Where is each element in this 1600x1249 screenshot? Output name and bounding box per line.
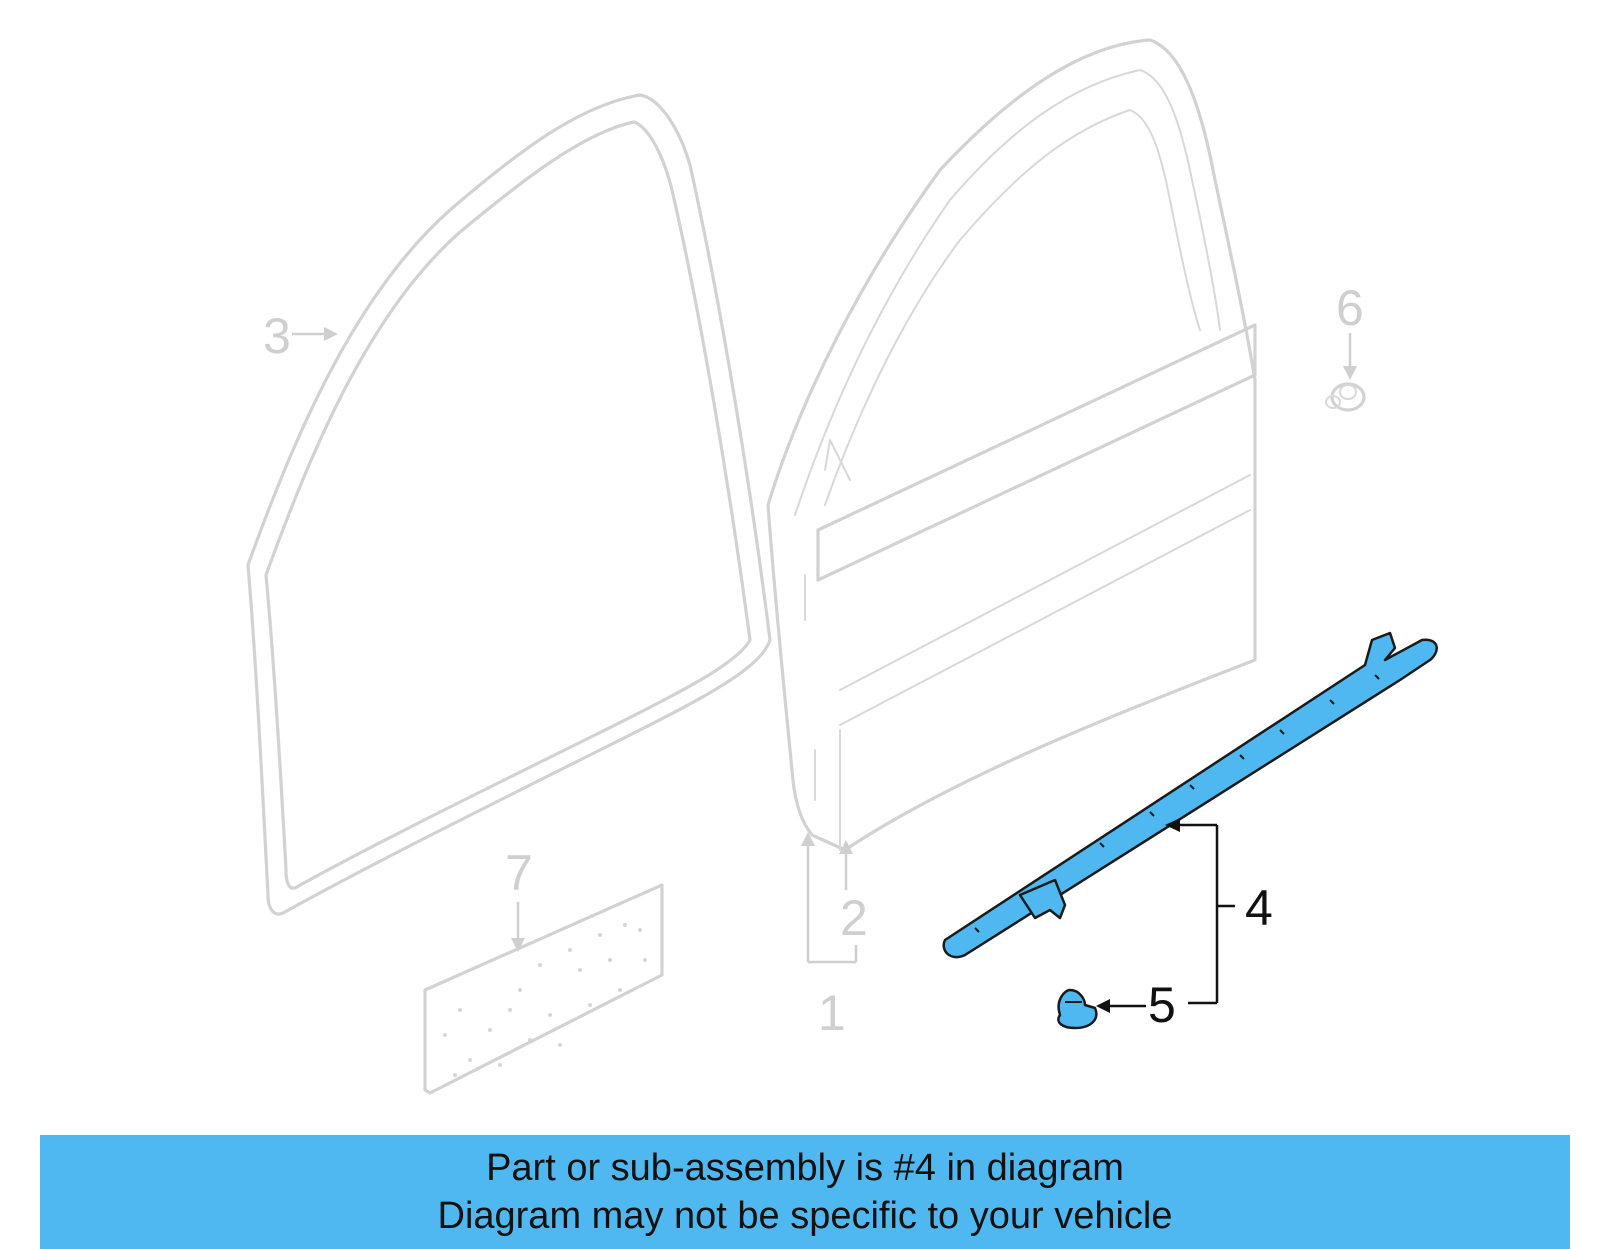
- callout-7: 7: [505, 845, 533, 901]
- callout-6-group: 6: [1336, 280, 1364, 380]
- banner-line-1: Part or sub-assembly is #4 in diagram: [486, 1147, 1124, 1189]
- info-banner: Part or sub-assembly is #4 in diagram Di…: [40, 1135, 1570, 1249]
- callout-4-group: 4: [1165, 818, 1273, 1005]
- callout-5: 5: [1148, 977, 1176, 1033]
- weatherstrip-seal-part: [246, 93, 772, 916]
- callout-3: 3: [263, 308, 291, 364]
- callout-1-group: 1: [801, 832, 858, 1041]
- push-clip-part[interactable]: [1057, 988, 1098, 1030]
- callout-3-group: 3: [263, 308, 338, 364]
- rocker-molding-part[interactable]: [942, 631, 1438, 959]
- callout-6: 6: [1336, 280, 1364, 336]
- callout-5-group: 5: [1096, 977, 1176, 1033]
- callout-1: 1: [818, 985, 846, 1041]
- banner-line-2: Diagram may not be specific to your vehi…: [437, 1195, 1173, 1237]
- clip-part: [1325, 382, 1366, 412]
- callout-7-group: 7: [505, 845, 533, 952]
- callout-4: 4: [1245, 880, 1273, 936]
- callout-2: 2: [840, 890, 868, 946]
- foam-pad-part: [423, 883, 664, 1095]
- callout-2-group: 2: [839, 840, 868, 946]
- door-shell-part: [766, 38, 1257, 852]
